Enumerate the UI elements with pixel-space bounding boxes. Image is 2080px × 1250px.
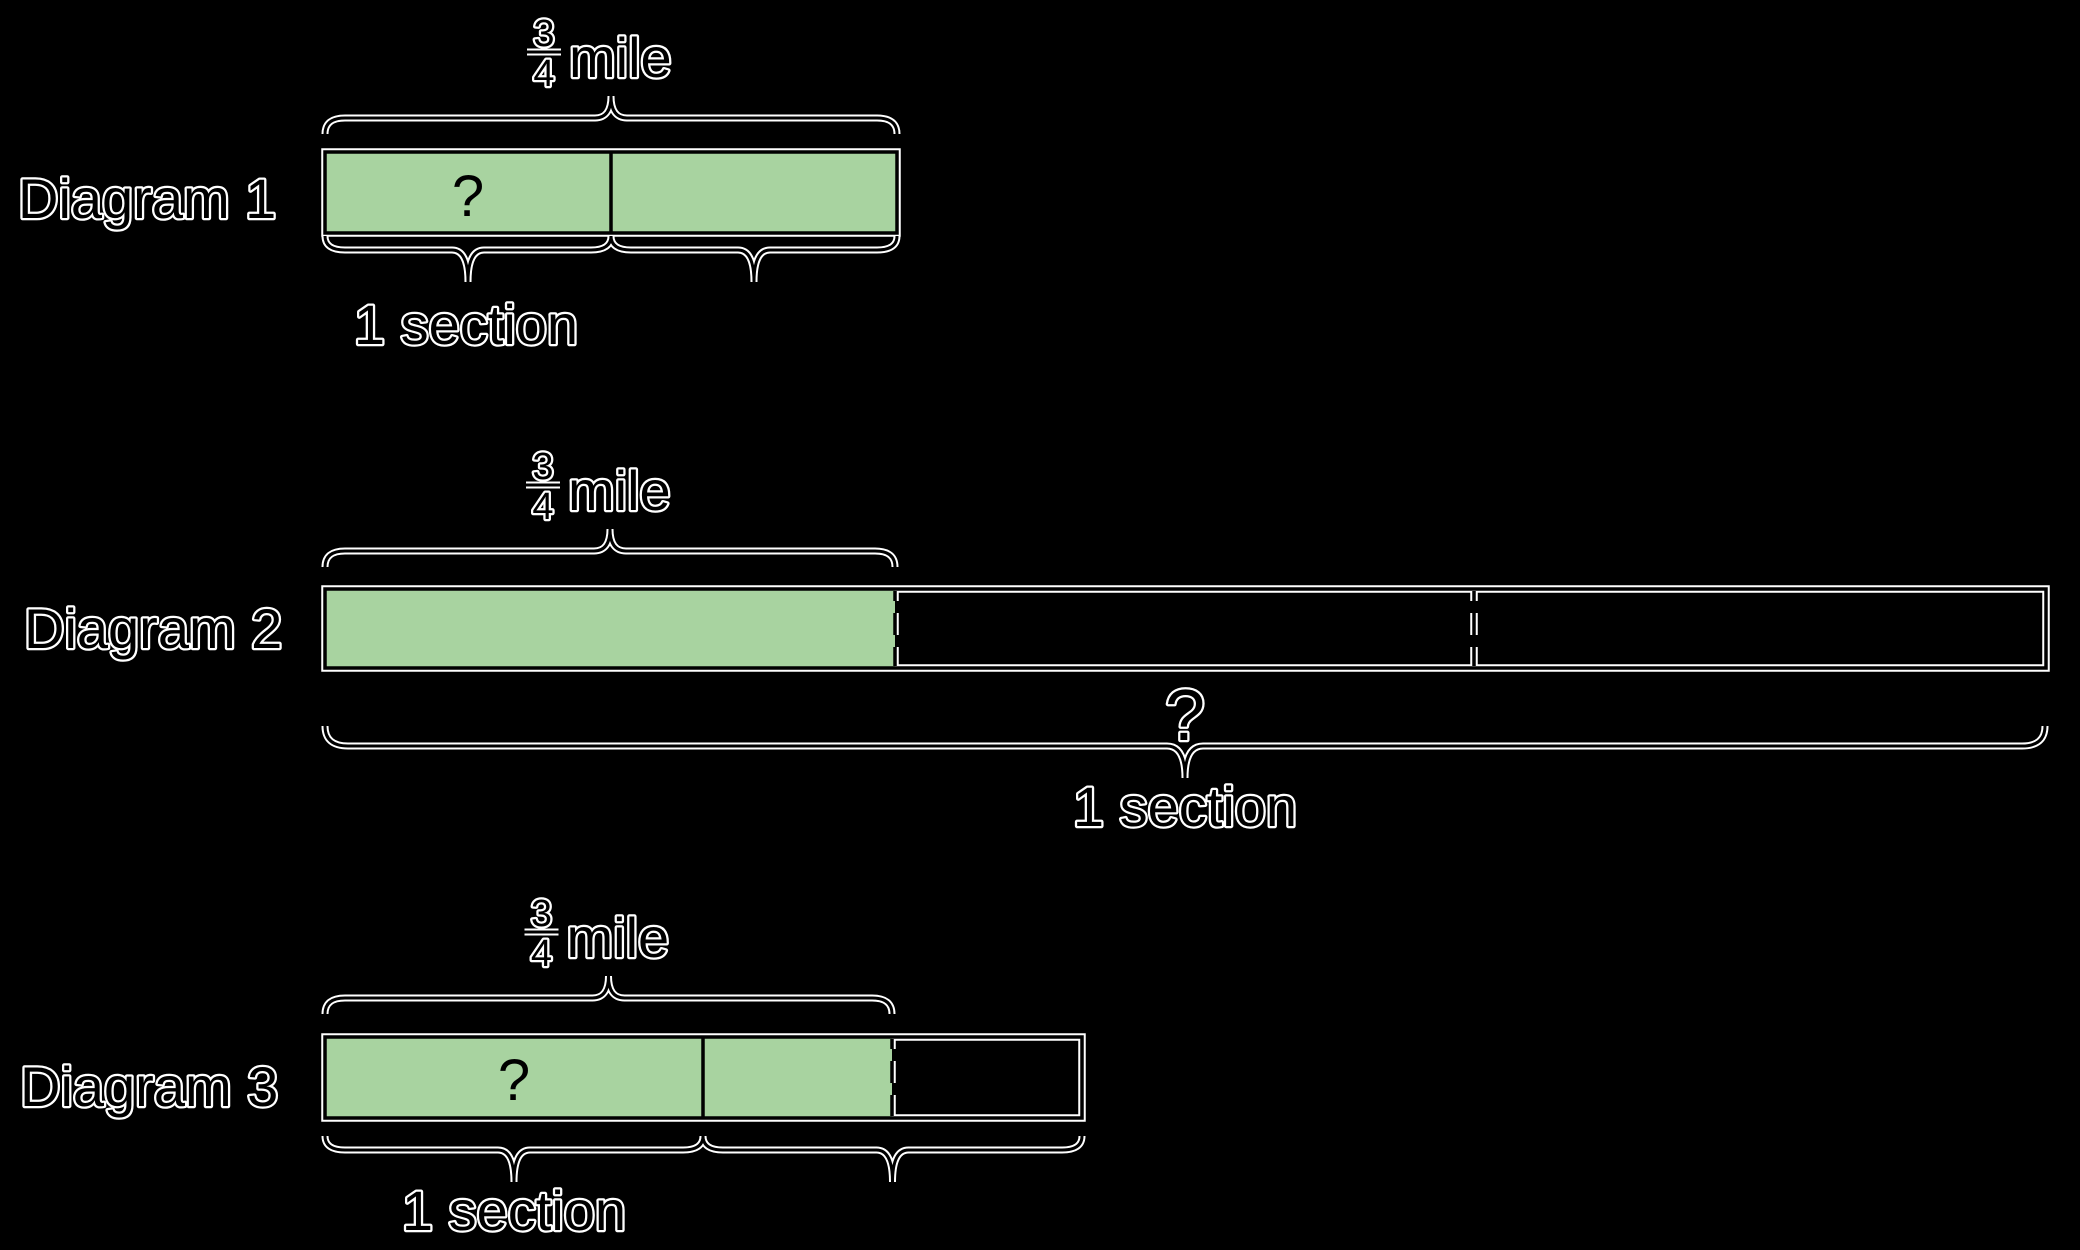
diagram-3-section-brace-1 xyxy=(323,1135,705,1183)
diagram-2-fraction-denominator: 4 xyxy=(532,486,553,528)
diagram-1-bar-outline xyxy=(323,150,899,235)
diagram-3-question-mark: ? xyxy=(498,1048,530,1113)
diagram-3-top-brace xyxy=(323,975,894,1015)
diagram-2-mile-label: mile xyxy=(568,459,671,522)
diagram-3-fraction-numerator-halo: 3 xyxy=(531,893,552,935)
diagram-3-bar-outline xyxy=(323,1035,1084,1120)
diagram-3-label-halo: Diagram 3 xyxy=(20,1055,278,1118)
diagram-3-label: Diagram 3 xyxy=(20,1055,278,1118)
diagram-3-section-label-halo: 1 section xyxy=(402,1179,626,1242)
diagram-3-mile-label: mile xyxy=(567,906,670,969)
diagram-1-fraction-denominator: 4 xyxy=(533,53,554,95)
diagram-2-section-brace-1 xyxy=(323,725,2047,779)
diagram-1-question-mark: ? xyxy=(452,164,484,229)
diagram-1-fraction-numerator-halo: 3 xyxy=(533,13,554,55)
black-ink-layer xyxy=(323,50,2048,1183)
diagram-2-label: Diagram 2 xyxy=(24,597,282,660)
diagram-2-section-label-halo: 1 section xyxy=(1073,775,1297,838)
green-fill-layer xyxy=(325,152,897,1118)
diagram-1-fraction-numerator: 3 xyxy=(533,13,554,55)
diagram-3-mile-label-halo: mile xyxy=(567,906,670,969)
diagram-3-section-label: 1 section xyxy=(402,1179,626,1242)
diagram-3-fraction-denominator-halo: 4 xyxy=(531,933,552,975)
diagram-1-mile-label-halo: mile xyxy=(569,26,672,89)
diagram-2-section-label: 1 section xyxy=(1073,775,1297,838)
diagram-2-label-halo: Diagram 2 xyxy=(24,597,282,660)
diagram-1-top-brace xyxy=(323,95,899,135)
diagram-1-section-brace-2 xyxy=(609,235,899,283)
diagram-2-question-mark-halo: ? xyxy=(1165,676,1205,756)
diagram-1-section-label: 1 section xyxy=(354,293,578,356)
diagram-1-mile-label: mile xyxy=(569,26,672,89)
diagram-2-mile-label-halo: mile xyxy=(568,459,671,522)
diagram-2-fraction-numerator: 3 xyxy=(532,446,553,488)
diagram-3-green-fill xyxy=(325,1037,892,1118)
diagram-3-section-brace-2 xyxy=(701,1135,1084,1183)
diagram-2-top-brace xyxy=(323,528,897,568)
diagram-1-label-halo: Diagram 1 xyxy=(18,167,276,230)
diagram-2-fraction-denominator-halo: 4 xyxy=(532,486,553,528)
diagram-3-fraction-numerator: 3 xyxy=(531,893,552,935)
diagram-1-section-brace-1 xyxy=(323,235,613,283)
diagram-2-question-mark: ? xyxy=(1165,676,1205,756)
diagram-2-bar-outline xyxy=(323,587,2048,670)
diagram-1-fraction-denominator-halo: 4 xyxy=(533,53,554,95)
diagram-3-fraction-denominator: 4 xyxy=(531,933,552,975)
diagram-1-label: Diagram 1 xyxy=(18,167,276,230)
diagram-1-section-label-halo: 1 section xyxy=(354,293,578,356)
diagram-2-green-fill xyxy=(325,589,895,668)
